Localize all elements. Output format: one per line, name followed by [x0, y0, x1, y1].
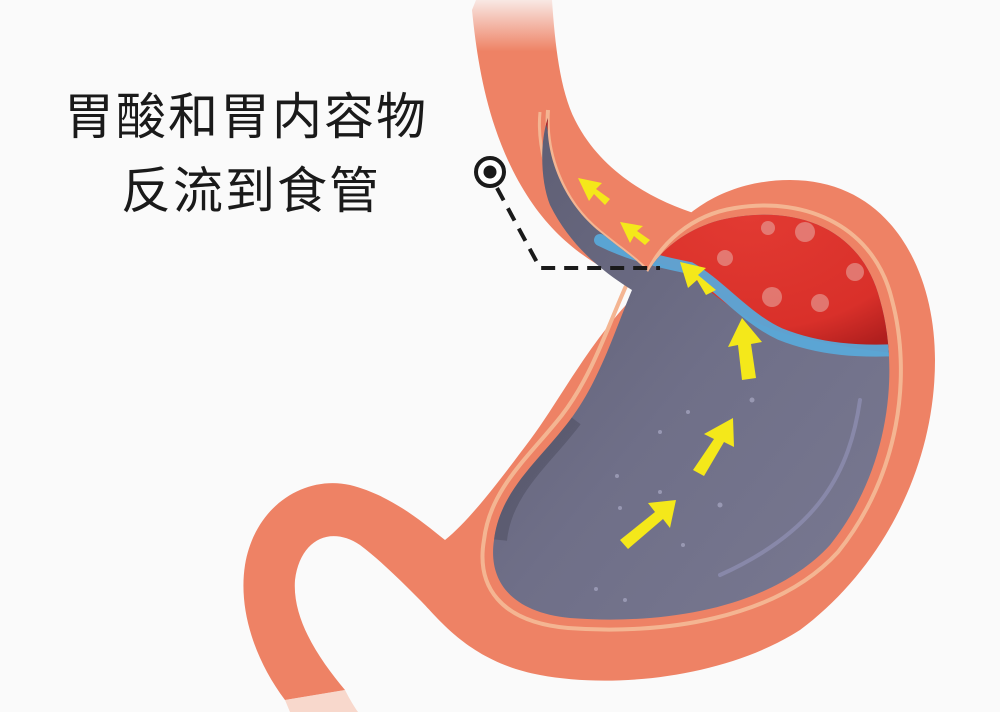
caption-line-2: 反流到食管 [121, 162, 381, 220]
arrow-icon [680, 262, 716, 295]
arrow-icon [620, 222, 650, 245]
dashed-leader-line [495, 187, 660, 270]
reflux-arrows [578, 178, 762, 549]
arrow-icon [620, 500, 676, 549]
esophagus-wall [472, 0, 700, 285]
arrow-icon [728, 318, 762, 380]
caption-line-1: 胃酸和胃内容物 [64, 88, 428, 146]
pointer-marker [474, 156, 660, 270]
duodenum [285, 690, 358, 712]
arrow-icon [578, 178, 610, 205]
arrow-icon [693, 418, 734, 476]
